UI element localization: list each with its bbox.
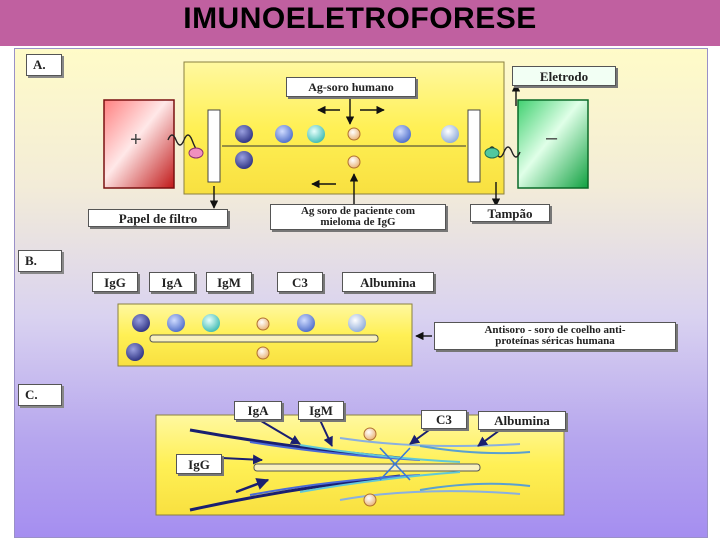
- connector-right: [484, 147, 500, 159]
- cross-mark-1: [379, 447, 411, 481]
- label-papel-de-filtro: Papel de filtro: [88, 209, 228, 227]
- arc-igm-bottom: [299, 471, 461, 493]
- dot-a-5: [393, 125, 411, 143]
- wire-left: [167, 134, 199, 153]
- label-eletrodo: Eletrodo: [512, 66, 616, 86]
- label-c-igm: IgM: [298, 401, 344, 420]
- title-bar: [0, 0, 720, 46]
- arc-albumina-bottom: [419, 482, 531, 491]
- label-ag-paciente-line1: Ag soro de paciente com: [300, 205, 416, 217]
- arc-iga-bottom: [249, 474, 421, 496]
- section-b-tag: B.: [18, 250, 62, 272]
- page-title: IMUNOELETROFORESE: [183, 2, 537, 35]
- dot-a-1: [235, 125, 253, 143]
- arrow-c-iga: [255, 417, 301, 445]
- label-c-albumina: Albumina: [478, 411, 566, 430]
- arc-iga-top: [249, 441, 421, 461]
- section-c-tag: C.: [18, 384, 62, 406]
- arrow-c-albumina: [477, 429, 501, 447]
- label-ag-soro-humano: Ag-soro humano: [286, 77, 416, 97]
- trough-c: [253, 463, 481, 472]
- arc-c3-bottom: [339, 490, 521, 501]
- label-b-igg: IgG: [92, 272, 138, 292]
- arrow-c-igg-2: [235, 478, 270, 494]
- dot-b-4: [256, 317, 270, 331]
- arc-albumina-top: [419, 445, 531, 455]
- cathode-electrode: [517, 99, 589, 189]
- dot-b-5: [297, 314, 315, 332]
- dot-b-7: [126, 343, 144, 361]
- arc-igm-top: [299, 444, 461, 463]
- label-b-albumina: Albumina: [342, 272, 434, 292]
- label-c-igg: IgG: [176, 454, 222, 474]
- label-b-iga: IgA: [149, 272, 195, 292]
- dot-b-3: [202, 314, 220, 332]
- dot-c-2: [363, 493, 377, 507]
- dot-a-6: [441, 125, 459, 143]
- dot-b-1: [132, 314, 150, 332]
- arrow-c-igg-1: [221, 454, 263, 465]
- arc-c3-top: [339, 437, 521, 447]
- label-antisoro: Antisoro - soro de coelho anti- proteína…: [434, 322, 676, 350]
- dot-a-2: [275, 125, 293, 143]
- label-antisoro-line1: Antisoro - soro de coelho anti-: [484, 324, 626, 336]
- label-antisoro-line2: proteínas séricas humana: [495, 335, 615, 347]
- connector-left: [188, 147, 204, 159]
- filter-paper-right: [467, 109, 481, 183]
- anode-electrode: [103, 99, 175, 189]
- label-ag-paciente: Ag soro de paciente com mieloma de IgG: [270, 204, 446, 230]
- negative-sign: –: [546, 127, 558, 149]
- dot-c-1: [363, 427, 377, 441]
- label-ag-paciente-line2: mieloma de IgG: [320, 216, 396, 228]
- label-c-c3: C3: [421, 410, 467, 429]
- section-a-tag: A.: [26, 54, 62, 76]
- label-c-iga: IgA: [234, 401, 282, 420]
- dot-a-3: [307, 125, 325, 143]
- trough-b: [149, 334, 379, 343]
- dot-b-6: [348, 314, 366, 332]
- dot-b-8: [256, 346, 270, 360]
- filter-paper-left: [207, 109, 221, 183]
- dot-b-2: [167, 314, 185, 332]
- dot-a-8: [347, 155, 361, 169]
- dot-a-4: [347, 127, 361, 141]
- dot-a-7: [235, 151, 253, 169]
- label-b-c3: C3: [277, 272, 323, 292]
- positive-sign: +: [130, 129, 142, 151]
- label-b-igm: IgM: [206, 272, 252, 292]
- label-tampao: Tampão: [470, 204, 550, 222]
- arrow-c-igm: [319, 419, 333, 447]
